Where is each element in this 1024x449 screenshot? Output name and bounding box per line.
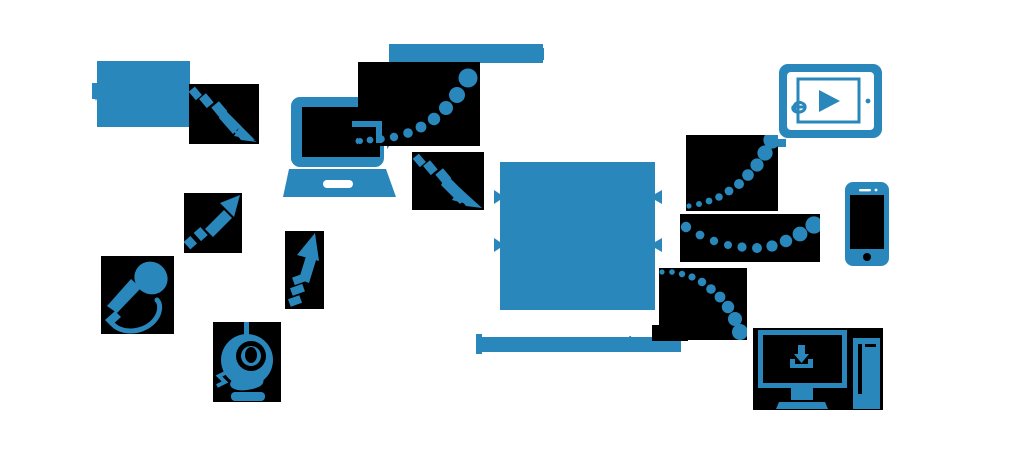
arrow-up-icon (285, 231, 324, 309)
browser-e-logo (791, 101, 807, 114)
caption-redacted (476, 337, 681, 352)
tablet-icon (778, 63, 883, 139)
download-icon (790, 345, 813, 368)
central-node (494, 160, 664, 312)
dots-valley-icon (680, 214, 820, 262)
screen-panel-icon (92, 61, 190, 127)
laptop-icon (283, 97, 396, 201)
title-bar-cap (528, 48, 544, 60)
microphone-icon (101, 256, 174, 334)
caption-visible-fragments: t e (627, 333, 650, 354)
tablet-edge-marker (778, 139, 786, 147)
laptop-port-connector (352, 117, 398, 147)
smartphone-icon (845, 182, 889, 266)
dots-rising-right-icon (686, 135, 778, 211)
arrow-down-right-icon (189, 84, 259, 144)
caption-mask-block (652, 325, 688, 341)
caption-fragment-left (476, 334, 482, 354)
arrow-up-right-icon (184, 193, 242, 253)
desktop-computer-icon (753, 328, 883, 410)
webcam-icon (213, 322, 281, 402)
arrow-down-right-2-icon (412, 152, 484, 210)
title-bar-redacted (389, 44, 543, 63)
